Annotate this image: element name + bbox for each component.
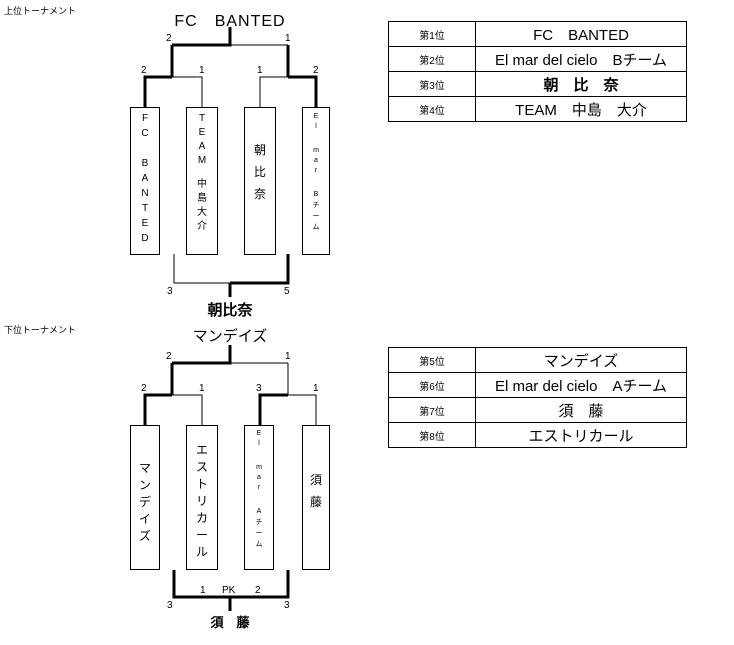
upper-team-4-name: E l m a r B チ ー ム: [312, 113, 320, 231]
upper-third-score-right: 5: [284, 286, 290, 297]
upper-third-place-winner: 朝比奈: [207, 302, 253, 319]
rank-place: 第5位: [388, 347, 476, 373]
rank-team: 須 藤: [475, 397, 687, 423]
lower-pk-label: PK: [222, 585, 236, 596]
lower-pk-score-right: 2: [255, 585, 261, 596]
lower-semi-left-winner: [143, 393, 172, 425]
upper-semi-right-score-2: 2: [313, 65, 319, 76]
rank-place: 第2位: [388, 46, 476, 72]
upper-semi-left-winner: [143, 75, 172, 107]
rank-place: 第4位: [388, 96, 476, 122]
lower-third-right-line: [230, 570, 290, 599]
upper-semi-right-winner: [288, 75, 318, 107]
rank-team: El mar del cielo Aチーム: [475, 372, 687, 398]
lower-team-box-elmar-a: E l m a r A チ ー ム: [244, 425, 274, 570]
upper-champion: FC BANTED: [174, 13, 286, 30]
lower-semi-left-score-1: 2: [141, 383, 147, 394]
lower-team-1-name: マ ン デ イ ズ: [138, 461, 151, 543]
lower-semi-left-score-2: 1: [199, 383, 205, 394]
lower-champion: マンデイズ: [192, 328, 268, 345]
upper-team-1-name: F C B A N T E D: [141, 113, 149, 244]
lower-pk-score-left: 1: [200, 585, 206, 596]
lower-tournament-label: 下位トーナメント: [4, 325, 77, 335]
upper-semi-left-score-1: 2: [141, 65, 147, 76]
upper-ranking-table: 第1位 FC BANTED 第2位 El mar del cielo Bチーム …: [388, 21, 687, 122]
table-row: 第1位 FC BANTED: [388, 21, 687, 47]
lower-third-left-line: [172, 570, 230, 599]
upper-semi-right-loser: [259, 76, 288, 107]
table-row: 第5位 マンデイズ: [388, 347, 687, 373]
upper-team-3-name: 朝 比 奈: [253, 143, 266, 201]
upper-final-score-right: 1: [285, 33, 291, 44]
lower-third-score-left: 3: [167, 600, 173, 611]
rank-place: 第8位: [388, 422, 476, 448]
upper-team-box-team-nakajima: T E A M 中 島 大 介: [186, 107, 218, 255]
lower-third-score-right: 3: [284, 600, 290, 611]
upper-team-box-fc-banted: F C B A N T E D: [130, 107, 160, 255]
lower-bracket-lines: [143, 345, 317, 611]
rank-team: FC BANTED: [475, 21, 687, 47]
table-row: 第8位 エストリカール: [388, 422, 687, 448]
lower-semi-right-winner: [258, 393, 288, 425]
upper-tournament-label: 上位トーナメント: [4, 6, 77, 16]
rank-team: 朝 比 奈: [475, 71, 687, 97]
upper-team-2-name: T E A M 中 島 大 介: [197, 113, 207, 232]
upper-final-score-left: 2: [166, 33, 172, 44]
rank-place: 第6位: [388, 372, 476, 398]
upper-semi-left-score-2: 1: [199, 65, 205, 76]
rank-place: 第3位: [388, 71, 476, 97]
lower-team-box-mandays: マ ン デ イ ズ: [130, 425, 160, 570]
rank-place: 第1位: [388, 21, 476, 47]
rank-team: TEAM 中島 大介: [475, 96, 687, 122]
lower-team-2-name: エ ス ト リ カ ー ル: [195, 443, 208, 559]
lower-final-score-right: 1: [285, 351, 291, 362]
lower-semi-right-score-1: 3: [256, 383, 262, 394]
upper-team-box-asahina: 朝 比 奈: [244, 107, 276, 255]
table-row: 第3位 朝 比 奈: [388, 71, 687, 97]
table-row: 第7位 須 藤: [388, 397, 687, 423]
lower-team-4-name: 須 藤: [309, 473, 322, 509]
upper-third-left-line: [173, 254, 230, 284]
lower-team-box-sudo: 須 藤: [302, 425, 330, 570]
upper-team-box-elmar-b: E l m a r B チ ー ム: [302, 107, 330, 255]
lower-team-3-name: E l m a r A チ ー ム: [255, 430, 263, 548]
lower-semi-left-loser: [172, 394, 203, 425]
upper-semi-left-loser: [172, 76, 203, 107]
lower-final-score-left: 2: [166, 351, 172, 362]
lower-third-place-winner: 須 藤: [210, 615, 250, 630]
upper-semi-right-score-1: 1: [257, 65, 263, 76]
upper-third-score-left: 3: [167, 286, 173, 297]
table-row: 第6位 El mar del cielo Aチーム: [388, 372, 687, 398]
upper-bracket-lines: [143, 27, 318, 297]
table-row: 第4位 TEAM 中島 大介: [388, 96, 687, 122]
rank-team: エストリカール: [475, 422, 687, 448]
lower-semi-right-score-2: 1: [313, 383, 319, 394]
upper-third-right-line: [230, 254, 290, 285]
lower-semi-right-loser: [288, 394, 317, 425]
rank-team: マンデイズ: [475, 347, 687, 373]
rank-place: 第7位: [388, 397, 476, 423]
rank-team: El mar del cielo Bチーム: [475, 46, 687, 72]
lower-ranking-table: 第5位 マンデイズ 第6位 El mar del cielo Aチーム 第7位 …: [388, 347, 687, 448]
lower-final-left-line: [172, 345, 232, 365]
table-row: 第2位 El mar del cielo Bチーム: [388, 46, 687, 72]
lower-team-box-estricar: エ ス ト リ カ ー ル: [186, 425, 218, 570]
